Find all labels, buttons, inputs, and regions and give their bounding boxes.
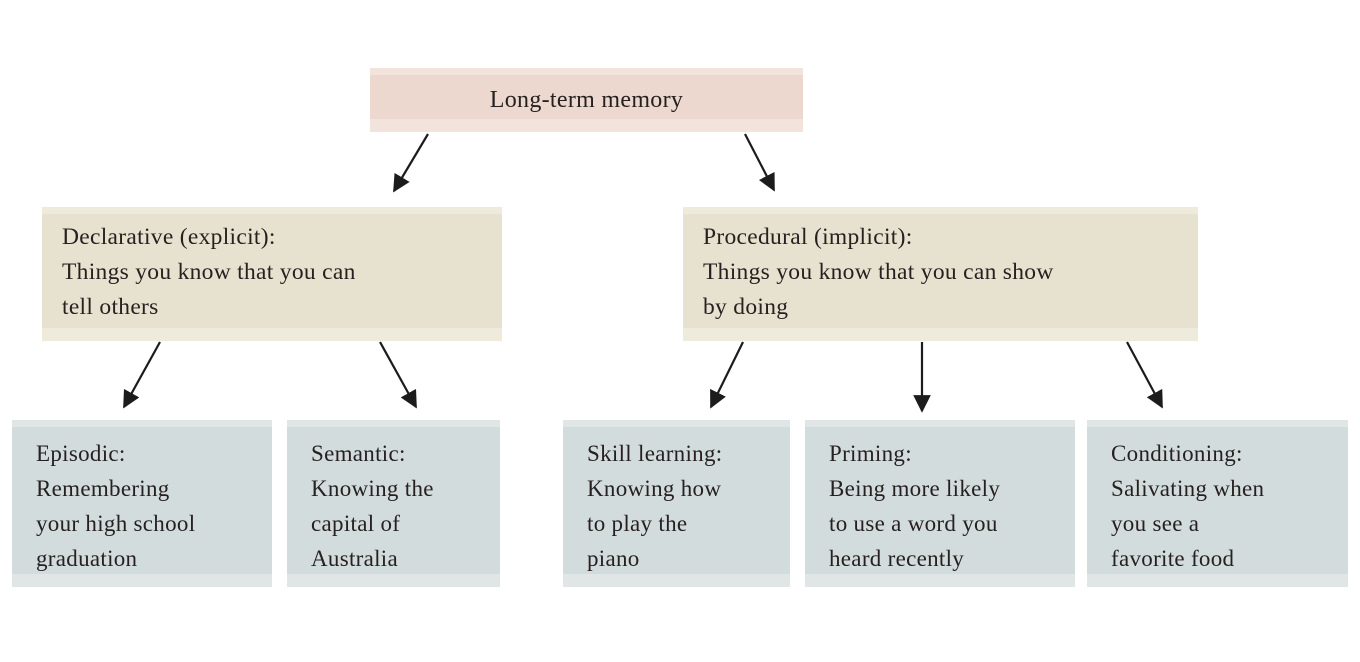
- node-title: Declarative (explicit):: [62, 224, 276, 250]
- arrow-declarative-to-episodic: [123, 341, 161, 409]
- node-desc-line: to play the: [587, 511, 688, 536]
- node-desc-line: your high school: [36, 511, 196, 536]
- node-title: Skill learning:: [587, 441, 723, 466]
- node-title: Priming:: [829, 441, 912, 466]
- node-desc-line: by doing: [703, 294, 789, 320]
- node-desc-line: capital of: [311, 511, 401, 536]
- node-desc-line: piano: [587, 546, 640, 571]
- node-desc-line: Remembering: [36, 476, 170, 501]
- arrow-ltm-to-declarative: [393, 133, 429, 193]
- node-episodic: Episodic: Remembering your high school g…: [12, 420, 272, 587]
- node-priming: Priming: Being more likely to use a word…: [805, 420, 1075, 587]
- node-desc-line: Knowing how: [587, 476, 722, 501]
- node-desc-line: Salivating when: [1111, 476, 1265, 501]
- node-title: Procedural (implicit):: [703, 224, 913, 250]
- node-desc-line: graduation: [36, 546, 138, 571]
- node-desc-line: Things you know that you can show: [703, 259, 1054, 285]
- node-desc-line: you see a: [1111, 511, 1200, 536]
- node-conditioning: Conditioning: Salivating when you see a …: [1087, 420, 1348, 587]
- arrow-declarative-to-semantic: [379, 341, 417, 409]
- node-label: Long-term memory: [489, 86, 684, 113]
- node-desc-line: Being more likely: [829, 476, 1001, 501]
- node-desc-line: to use a word you: [829, 511, 998, 536]
- node-title: Semantic:: [311, 441, 406, 466]
- arrow-procedural-to-skill-learning: [710, 341, 744, 409]
- node-skill-learning: Skill learning: Knowing how to play the …: [563, 420, 790, 587]
- node-desc-line: Knowing the: [311, 476, 434, 501]
- arrow-procedural-to-conditioning: [1126, 341, 1163, 409]
- node-desc-line: Australia: [311, 546, 399, 571]
- node-title: Conditioning:: [1111, 441, 1243, 466]
- node-long-term-memory: Long-term memory: [370, 68, 803, 132]
- node-desc-line: heard recently: [829, 546, 965, 571]
- node-declarative: Declarative (explicit): Things you know …: [42, 207, 502, 341]
- node-desc-line: tell others: [62, 294, 159, 320]
- node-title: Episodic:: [36, 441, 126, 466]
- arrow-ltm-to-procedural: [744, 133, 775, 192]
- node-desc-line: Things you know that you can: [62, 259, 356, 285]
- node-semantic: Semantic: Knowing the capital of Austral…: [287, 420, 500, 587]
- node-desc-line: favorite food: [1111, 546, 1235, 571]
- node-procedural: Procedural (implicit): Things you know t…: [683, 207, 1198, 341]
